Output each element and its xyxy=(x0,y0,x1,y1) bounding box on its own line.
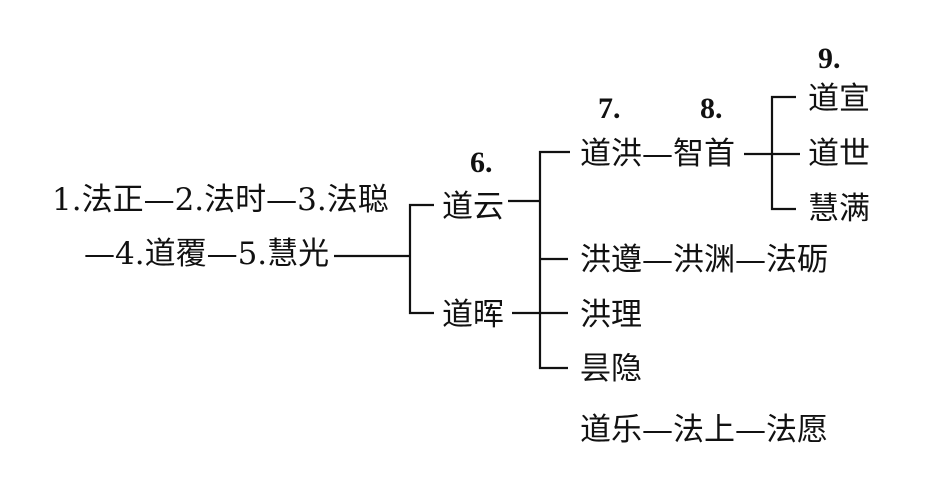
branch-hongzun: 洪遵—洪渊—法砺 xyxy=(580,242,828,278)
node-huiman: 慧满 xyxy=(808,191,870,227)
node-daoxuan: 道宣 xyxy=(808,81,870,117)
node-daohong-zhishou: 道洪—智首 xyxy=(580,136,735,172)
patriarch-chain-line2: —4.道覆—5.慧光 xyxy=(84,236,329,272)
bracket-gen9 xyxy=(770,95,796,211)
node-daoshi: 道世 xyxy=(808,136,870,172)
gen6-number: 6. xyxy=(470,146,493,179)
node-daohui: 道晖 xyxy=(442,297,504,333)
branch-hongli: 洪理 xyxy=(580,297,642,333)
branch-tanyin: 昙隐 xyxy=(580,351,642,387)
gen8-number: 8. xyxy=(700,92,723,125)
gen7-number: 7. xyxy=(598,92,621,125)
patriarch-chain-line1: 1.法正—2.法时—3.法聪 xyxy=(52,182,389,218)
gen9-number: 9. xyxy=(818,42,841,75)
branch-daole: 道乐—法上—法愿 xyxy=(580,412,828,448)
node-daoyun: 道云 xyxy=(442,189,504,225)
bracket-gen6 xyxy=(408,203,434,315)
